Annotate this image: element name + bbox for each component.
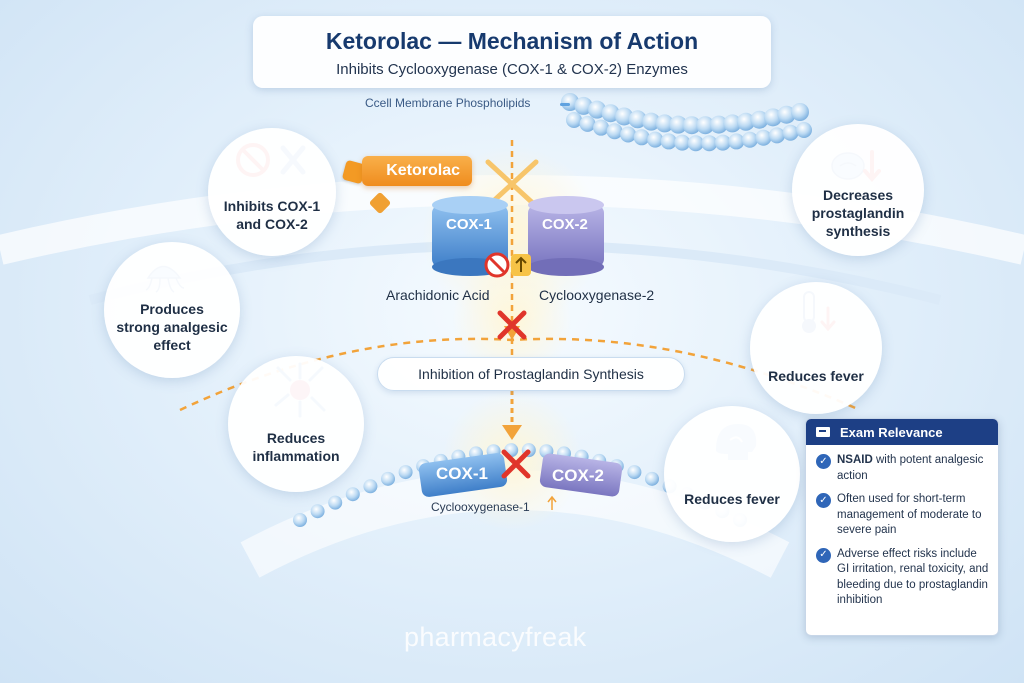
exam-relevance-panel: Exam Relevance ✓ NSAID with potent analg… bbox=[805, 418, 999, 636]
phospholipid-bead bbox=[293, 513, 307, 527]
phospholipid-bead bbox=[669, 115, 688, 134]
exam-item: ✓ Often used for short-term management o… bbox=[806, 492, 998, 539]
pathway-step-pill: Inhibition of Prostaglandin Synthesis bbox=[377, 357, 685, 391]
phospholipid-bead bbox=[628, 110, 647, 129]
effect-analgesic: Produces strong analgesic effect bbox=[104, 242, 240, 378]
phospholipid-bead bbox=[561, 93, 579, 111]
inhibition-no-icon bbox=[484, 252, 510, 278]
up-arrow-icon bbox=[511, 254, 531, 276]
phospholipid-bead bbox=[768, 127, 785, 144]
check-icon: ✓ bbox=[816, 547, 831, 563]
inhibition-x-mark bbox=[497, 310, 527, 340]
phospholipid-bead bbox=[642, 112, 661, 131]
phospholipid-bead bbox=[381, 471, 395, 486]
cox2-enzyme-top bbox=[528, 196, 604, 276]
effect-fever-2: Reduces fever bbox=[664, 406, 800, 542]
exam-item: ✓ Adverse effect risks include GI irrita… bbox=[806, 547, 998, 609]
phospholipid-bead bbox=[579, 115, 596, 132]
effect-fever-2-text: Reduces fever bbox=[684, 490, 780, 507]
cox1-top-label: COX-1 bbox=[446, 216, 492, 233]
exam-item-text: with potent analgesic action bbox=[837, 454, 984, 482]
phospholipid-bead bbox=[763, 108, 782, 127]
effect-prostaglandin: Decreases prostaglandin synthesis bbox=[792, 124, 924, 256]
phospholipid-bead bbox=[687, 135, 704, 152]
exam-item-bold: NSAID bbox=[837, 454, 873, 466]
membrane-label: Ccell Membrane Phospholipids bbox=[365, 96, 531, 110]
phospholipid-beads-top bbox=[561, 93, 812, 152]
effect-inflammation-text: Reduces inflammation bbox=[252, 429, 340, 464]
phospholipid-bead bbox=[777, 105, 796, 124]
cox2-enzyme-bottom bbox=[539, 453, 623, 497]
exam-relevance-heading: Exam Relevance bbox=[840, 424, 943, 440]
check-icon: ✓ bbox=[816, 454, 831, 469]
phospholipid-bead bbox=[674, 134, 691, 151]
phospholipid-bead bbox=[660, 133, 677, 150]
phospholipid-bead bbox=[566, 112, 582, 128]
cyclooxygenase-1-label: Cyclooxygenase-1 bbox=[431, 500, 530, 514]
exam-item-text: Adverse effect risks include GI irritati… bbox=[837, 547, 989, 607]
phospholipid-bead bbox=[363, 479, 378, 494]
phospholipid-bead bbox=[723, 114, 742, 133]
phospholipid-bead bbox=[714, 134, 731, 151]
phospholipid-bead bbox=[620, 126, 637, 143]
bottom-x-mark bbox=[501, 449, 531, 479]
phospholipid-bead bbox=[709, 115, 728, 134]
phospholipid-bead bbox=[682, 116, 701, 135]
phospholipid-bead bbox=[750, 110, 769, 129]
phospholipid-bead bbox=[728, 133, 745, 150]
phospholipid-bead bbox=[633, 129, 650, 146]
effect-analgesic-text: Produces strong analgesic effect bbox=[116, 300, 228, 354]
phospholipid-bead bbox=[701, 135, 718, 152]
phospholipid-bead bbox=[588, 100, 607, 119]
phospholipid-bead bbox=[782, 124, 799, 141]
cox1-bottom-label: COX-1 bbox=[436, 464, 488, 483]
phospholipid-bead bbox=[741, 131, 758, 148]
small-up-arrow-icon bbox=[547, 495, 557, 510]
phospholipid-bead bbox=[574, 96, 593, 115]
phospholipid-bead bbox=[696, 116, 715, 135]
phospholipid-bead bbox=[796, 122, 812, 138]
effect-fever-1-text: Reduces fever bbox=[768, 367, 864, 384]
phospholipid-bead bbox=[345, 487, 360, 502]
watermark: pharmacyfreak bbox=[404, 622, 587, 652]
phospholipid-bead bbox=[736, 112, 755, 131]
pathway-arrow-down bbox=[502, 425, 522, 440]
phospholipid-bead bbox=[791, 103, 809, 121]
glow-top bbox=[422, 145, 602, 325]
effect-inhibits-cox: Inhibits COX-1 and COX-2 bbox=[208, 128, 336, 256]
phospholipid-bead bbox=[601, 104, 620, 123]
notebook-icon bbox=[816, 427, 830, 437]
arachidonic-acid-label: Arachidonic Acid bbox=[386, 287, 490, 303]
phospholipid-bead bbox=[645, 471, 659, 486]
exam-item-text: Often used for short-term management of … bbox=[837, 493, 982, 537]
phospholipid-bead bbox=[755, 129, 772, 146]
phospholipid-bead bbox=[647, 131, 664, 148]
ketorolac-tag: Ketorolac bbox=[362, 156, 472, 186]
title-panel: Ketorolac — Mechanism of Action Inhibits… bbox=[253, 16, 771, 88]
page-title: Ketorolac — Mechanism of Action bbox=[325, 28, 699, 54]
cox2-bottom-label: COX-2 bbox=[552, 466, 604, 485]
check-icon: ✓ bbox=[816, 493, 831, 509]
phospholipid-bead bbox=[606, 123, 623, 140]
phospholipid-bead bbox=[627, 465, 642, 480]
effect-fever-1: Reduces fever bbox=[750, 282, 882, 414]
phospholipid-bead bbox=[655, 114, 674, 133]
exam-item: ✓ NSAID with potent analgesic action bbox=[806, 453, 998, 484]
effect-inhibits-cox-text: Inhibits COX-1 and COX-2 bbox=[223, 197, 321, 232]
cyclooxygenase-2-label: Cyclooxygenase-2 bbox=[539, 287, 655, 303]
phospholipid-bead bbox=[328, 495, 343, 510]
membrane-dash bbox=[560, 103, 570, 106]
phospholipid-bead bbox=[593, 119, 610, 136]
effect-prostaglandin-text: Decreases prostaglandin synthesis bbox=[811, 186, 905, 240]
exam-relevance-header: Exam Relevance bbox=[806, 419, 998, 445]
phospholipid-bead bbox=[310, 504, 325, 519]
cox1-enzyme-bottom bbox=[418, 453, 508, 497]
cox2-top-label: COX-2 bbox=[542, 216, 588, 233]
page-subtitle: Inhibits Cyclooxygenase (COX-1 & COX-2) … bbox=[336, 61, 688, 78]
effect-inflammation: Reduces inflammation bbox=[228, 356, 364, 492]
phospholipid-bead bbox=[615, 107, 634, 126]
phospholipid-bead bbox=[398, 465, 413, 480]
